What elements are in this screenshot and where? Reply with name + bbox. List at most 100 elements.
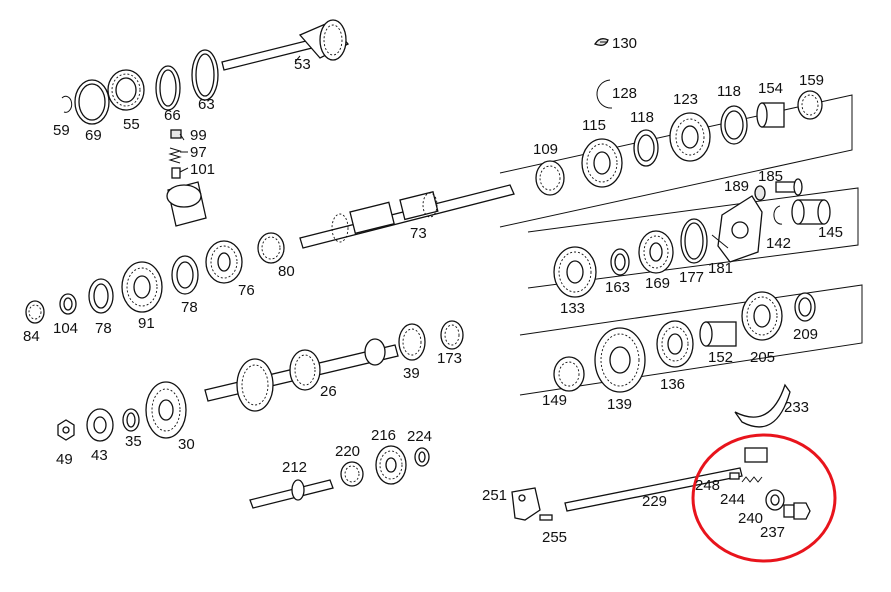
part-154-sleeve — [756, 102, 785, 128]
label-115: 115 — [582, 117, 606, 134]
label-101: 101 — [190, 161, 215, 178]
part-255-pin — [539, 514, 553, 521]
label-49: 49 — [56, 451, 73, 468]
label-76: 76 — [238, 282, 255, 299]
label-109: 109 — [533, 141, 558, 158]
part-78-ring-a — [171, 255, 199, 295]
label-136: 136 — [660, 376, 685, 393]
part-209-ring — [794, 292, 816, 322]
label-69: 69 — [85, 127, 102, 144]
label-212: 212 — [282, 459, 307, 476]
part-149-needle-bearing — [553, 356, 585, 392]
part-177-ring — [680, 218, 708, 264]
highlight-circle — [691, 433, 837, 563]
part-59-circlip — [61, 95, 73, 113]
label-149: 149 — [542, 392, 567, 409]
label-185: 185 — [758, 168, 783, 185]
label-128: 128 — [612, 85, 637, 102]
part-123-bearing — [669, 112, 711, 162]
label-66: 66 — [164, 107, 181, 124]
part-84-needle-bearing — [25, 300, 45, 324]
part-66-ring — [155, 65, 181, 111]
part-173-needle-bearing — [440, 320, 464, 350]
part-49-nut — [57, 419, 75, 441]
part-115-synchro-gear — [581, 138, 623, 188]
part-53-input-shaft — [221, 19, 350, 71]
part-118-ring-b — [720, 105, 748, 145]
label-99: 99 — [190, 127, 207, 144]
part-181-bearing-plate — [717, 195, 763, 263]
label-154: 154 — [758, 80, 783, 97]
label-30: 30 — [178, 436, 195, 453]
label-84: 84 — [23, 328, 40, 345]
label-39: 39 — [403, 365, 420, 382]
label-145: 145 — [818, 224, 843, 241]
part-145-cap — [791, 199, 831, 225]
label-189: 189 — [724, 178, 749, 195]
label-229: 229 — [642, 493, 667, 510]
part-216-gear — [375, 445, 407, 485]
label-130: 130 — [612, 35, 637, 52]
label-163: 163 — [605, 279, 630, 296]
label-53: 53 — [294, 56, 311, 73]
part-136-bearing — [656, 320, 694, 368]
part-251-bracket — [511, 487, 541, 521]
part-189-washer — [754, 185, 766, 201]
label-118-a: 118 — [717, 83, 741, 100]
label-80: 80 — [278, 263, 295, 280]
part-185-bolt — [775, 178, 803, 196]
label-73: 73 — [410, 225, 427, 242]
label-240: 240 — [738, 510, 763, 527]
part-244-spring — [741, 476, 763, 483]
label-35: 35 — [125, 433, 142, 450]
label-248: 248 — [695, 477, 720, 494]
label-59: 59 — [53, 122, 70, 139]
part-labels: 130 53 128 59 69 55 66 63 123 118 154 15… — [23, 35, 843, 546]
part-55-ball-bearing — [107, 69, 145, 111]
part-139-gear — [594, 327, 646, 393]
label-118-b: 118 — [630, 109, 654, 126]
part-35-ring — [122, 408, 140, 432]
group-frame-lower-right — [519, 284, 863, 396]
part-237-plug-bolt — [783, 502, 811, 520]
label-244: 244 — [720, 491, 745, 508]
label-43: 43 — [91, 447, 108, 464]
part-133-gear — [553, 246, 597, 298]
label-255: 255 — [542, 529, 567, 546]
part-80-needle-bearing — [257, 232, 285, 264]
part-91-synchro-hub — [121, 261, 163, 313]
part-43-bearing — [86, 408, 114, 442]
label-91: 91 — [138, 315, 155, 332]
part-69-ring — [74, 79, 110, 125]
part-99-97-101-detent — [168, 129, 182, 179]
label-78-a: 78 — [95, 320, 112, 337]
part-152-sleeve — [699, 321, 737, 347]
label-224: 224 — [407, 428, 432, 445]
label-177: 177 — [679, 269, 704, 286]
label-97: 97 — [190, 144, 207, 161]
part-26-countershaft — [204, 338, 399, 412]
part-169-bearing — [638, 230, 674, 274]
part-sleeve — [166, 181, 207, 227]
label-205: 205 — [750, 349, 775, 366]
label-123: 123 — [673, 91, 698, 108]
label-209: 209 — [793, 326, 818, 343]
part-205-gear — [741, 291, 783, 341]
label-233: 233 — [784, 399, 809, 416]
part-233-shift-fork — [734, 383, 791, 463]
part-63-ring — [191, 49, 219, 101]
group-frame-middle-right — [527, 187, 859, 289]
label-237: 237 — [760, 524, 785, 541]
part-73-main-shaft — [299, 184, 515, 249]
label-251: 251 — [482, 487, 507, 504]
label-152: 152 — [708, 349, 733, 366]
part-240-washer — [765, 489, 785, 511]
leader-lines — [179, 41, 729, 249]
label-26: 26 — [320, 383, 337, 400]
part-104-washer — [59, 293, 77, 315]
label-63: 63 — [198, 96, 215, 113]
part-212-idler-shaft — [249, 479, 334, 509]
part-159-needle-bearing — [797, 90, 823, 120]
label-216: 216 — [371, 427, 396, 444]
